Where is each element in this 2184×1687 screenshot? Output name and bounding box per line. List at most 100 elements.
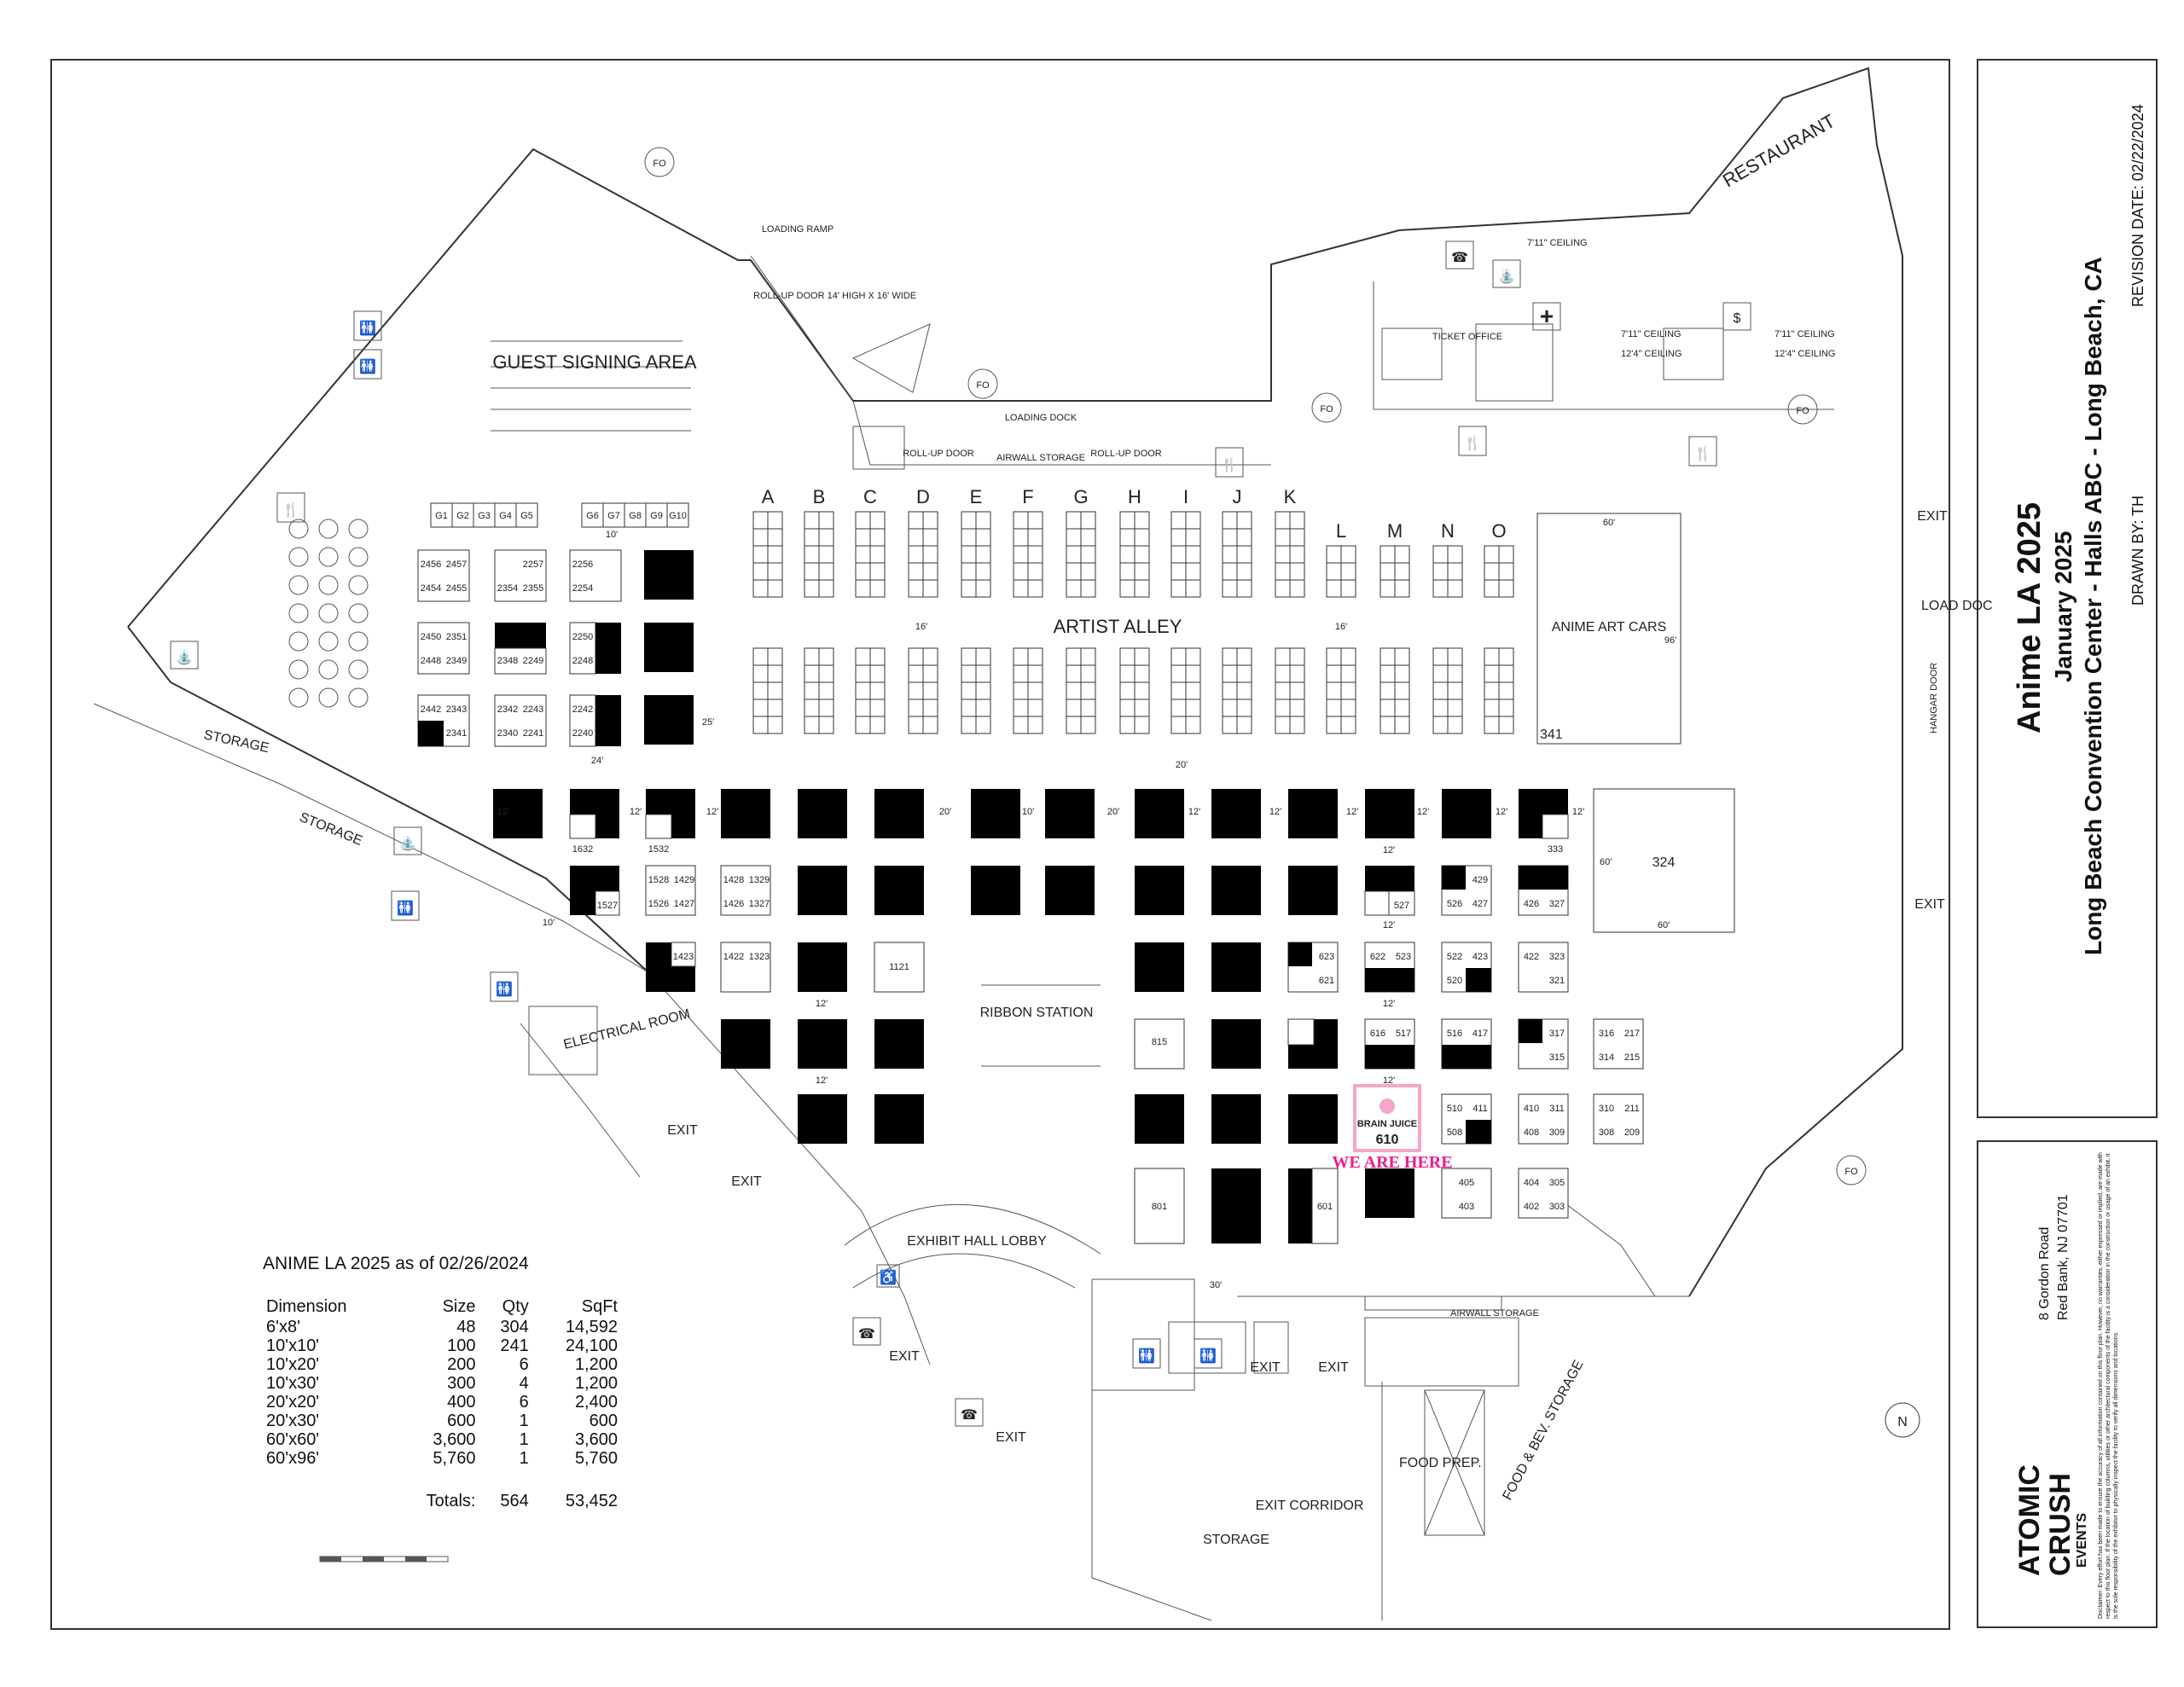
aisle-spacing: 12' (1572, 807, 1584, 817)
svg-text:🍴: 🍴 (1694, 445, 1711, 461)
airwall-storage-bottom-label: AIRWALL STORAGE (1450, 1308, 1539, 1319)
restroom-icon: 🚻 (353, 349, 382, 380)
artist-table (1326, 647, 1342, 666)
artist-table (1066, 511, 1082, 530)
booth-number: 616 (1370, 1029, 1385, 1039)
aisle-spacing: 20' (939, 807, 951, 817)
booth-block-filled (1211, 1019, 1261, 1069)
artist-table (1119, 562, 1136, 581)
artist-table (1236, 664, 1252, 683)
guest-signing-grid (491, 340, 691, 432)
phone-icon: ☎ (1445, 241, 1474, 270)
booth-number: 309 (1549, 1128, 1565, 1138)
guest-booth-label: G2 (456, 511, 469, 521)
booth-number: 516 (1447, 1029, 1462, 1039)
artist-table (1134, 681, 1150, 700)
guest-booth-label: G8 (629, 511, 642, 521)
guest-booth (666, 502, 689, 528)
event-venue: Long Beach Convention Center - Halls ABC… (2080, 257, 2106, 955)
artist-table (922, 511, 938, 530)
fo-marker-icon (1836, 1155, 1867, 1186)
artist-table (1447, 664, 1463, 683)
artist-table (1275, 528, 1291, 547)
phone-icon: ☎ (955, 1398, 984, 1427)
booth-block-filled (1365, 1045, 1414, 1069)
booth-number: 211 (1624, 1104, 1640, 1114)
artist-table (1013, 545, 1029, 564)
storage-label-3: STORAGE (1203, 1533, 1269, 1547)
artist-table (908, 528, 924, 547)
legend-cell: 5,760 (433, 1449, 476, 1468)
phone-icon: ☎ (852, 1317, 881, 1346)
artist-table (752, 511, 769, 530)
company-block: 8 Gordon Road Red Bank, NJ 07701 ATOMIC … (1978, 1141, 2157, 1627)
artist-table (1027, 545, 1043, 564)
artist-table (908, 681, 924, 700)
artist-table (1222, 664, 1238, 683)
aisle-spacing: 20' (1107, 807, 1119, 817)
aisle-spacing: 12' (1383, 845, 1395, 855)
legend-cell: 60'x60' (266, 1430, 320, 1449)
exit-label: EXIT (1914, 897, 1945, 912)
artist-table (1119, 528, 1136, 547)
artist-table (767, 716, 783, 734)
booth-block (1441, 1168, 1492, 1219)
artist-table (1432, 664, 1449, 683)
artist-table (1236, 511, 1252, 530)
artist-table (1134, 528, 1150, 547)
booth-block (1518, 942, 1569, 993)
artist-table (855, 545, 871, 564)
artist-table (961, 579, 977, 598)
artist-table (1326, 562, 1342, 581)
round-table (288, 687, 309, 708)
booth-block (569, 622, 596, 675)
booth-number: 2448 (421, 656, 441, 666)
artist-table (1447, 647, 1463, 666)
artist-table (804, 545, 820, 564)
food-icon: 🍴 (1688, 436, 1717, 467)
svg-text:🍴: 🍴 (282, 501, 299, 518)
booth-number: 1428 (723, 875, 744, 885)
ribbon-station-label: RIBBON STATION (980, 1006, 1094, 1020)
artist-table (1134, 647, 1150, 666)
artist-table (1080, 664, 1096, 683)
artist-table (1289, 699, 1305, 717)
artist-table (1222, 681, 1238, 700)
round-table (348, 687, 369, 708)
booth-324-label: 324 (1653, 855, 1676, 870)
artist-table (1498, 699, 1514, 717)
booth-number: 2248 (572, 656, 593, 666)
artist-table (869, 528, 886, 547)
booth-number: 601 (1317, 1202, 1333, 1212)
artist-table (1119, 545, 1136, 564)
logo-text-2: CRUSH (2044, 1473, 2077, 1576)
artist-table (1170, 699, 1187, 717)
artist-table (1484, 699, 1500, 717)
artist-table (767, 647, 783, 666)
ceiling-label-5: 12'4" CEILING (1774, 349, 1835, 359)
artist-table (1185, 699, 1201, 717)
booth-block (1593, 1093, 1644, 1145)
aisle-spacing: 12' (1383, 1075, 1395, 1086)
legend-cell: 20'x30' (266, 1412, 320, 1430)
svg-text:☎: ☎ (961, 1408, 978, 1423)
artist-table (1080, 699, 1096, 717)
artist-table (869, 562, 886, 581)
artist-table (1236, 579, 1252, 598)
artist-table (818, 579, 834, 598)
address-block-frame (1977, 1140, 2158, 1628)
legend-cell: 1,200 (574, 1355, 618, 1374)
booth-number: 2457 (446, 559, 467, 570)
artist-table (1275, 681, 1291, 700)
artist-table (1170, 664, 1187, 683)
artist-table (767, 579, 783, 598)
artist-table (869, 664, 886, 683)
guest-booth (494, 502, 517, 528)
artist-table (752, 647, 769, 666)
guest-booth-label: G10 (669, 511, 687, 521)
lobby-arc (844, 1203, 1101, 1255)
artist-table (1080, 647, 1096, 666)
artist-table (804, 647, 820, 666)
